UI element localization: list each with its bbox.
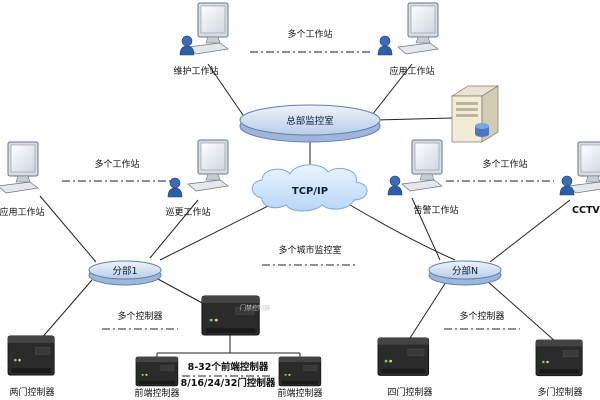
user-icon xyxy=(387,175,403,196)
monitor-icon xyxy=(567,141,600,194)
link-branchN-four-door xyxy=(409,281,447,339)
workstation-cctv[interactable]: CCTV工作站 xyxy=(559,141,600,216)
link-tcpip-branch1 xyxy=(159,204,271,261)
workstation-maintenance-label: 维护工作站 xyxy=(173,65,218,77)
controller-two-door[interactable]: 两门控制器 xyxy=(7,335,55,398)
link-branchN-multi-door xyxy=(485,279,557,343)
controller-front-b[interactable]: 前端控制器 xyxy=(277,356,323,399)
link-hq-server xyxy=(377,117,453,121)
controller-icon xyxy=(535,339,583,377)
branch-1-label: 分部1 xyxy=(112,265,137,277)
front-doors-label: 8/16/24/32门控制器 xyxy=(181,377,276,389)
multi-ws-left-label: 多个工作站 xyxy=(94,158,139,170)
controller-icon xyxy=(201,295,260,336)
monitor-icon xyxy=(187,2,229,55)
link-branch1-app-left xyxy=(39,195,97,263)
server-icon[interactable] xyxy=(450,85,500,143)
controller-front-a-label: 前端控制器 xyxy=(134,387,179,399)
controller-icon xyxy=(135,356,179,387)
user-icon xyxy=(179,35,195,56)
link-branchN-alarm xyxy=(411,197,441,261)
monitor-icon xyxy=(0,141,39,194)
link-hq-maintenance xyxy=(207,63,244,116)
tcpip-label: TCP/IP xyxy=(292,186,328,197)
link-branchN-cctv xyxy=(489,199,571,263)
link-tcpip-branchN xyxy=(349,204,456,261)
multi-ctrl-right-label: 多个控制器 xyxy=(459,310,504,322)
multi-ws-top-label: 多个工作站 xyxy=(287,28,332,40)
workstation-cctv-label: CCTV工作站 xyxy=(572,204,600,216)
branch-1[interactable]: 分部1 xyxy=(88,260,162,286)
controller-icon xyxy=(377,337,430,376)
workstation-patrol[interactable]: 巡更工作站 xyxy=(165,139,229,218)
tcpip-cloud[interactable]: TCP/IP xyxy=(251,164,368,212)
workstation-patrol-label: 巡更工作站 xyxy=(165,206,210,218)
workstation-alarm-label: 告警工作站 xyxy=(413,204,458,216)
link-branch1-front xyxy=(155,277,207,306)
links xyxy=(39,63,571,360)
controller-four-door[interactable]: 四门控制器 xyxy=(377,337,433,398)
hq-label: 总部监控室 xyxy=(286,115,334,127)
link-hq-application-top xyxy=(371,63,413,116)
user-icon xyxy=(377,35,393,56)
dashed-indicators xyxy=(62,51,554,377)
workstation-application-top-label: 应用工作站 xyxy=(389,65,434,77)
monitor-icon xyxy=(401,139,443,192)
controller-central[interactable]: 门禁控制器 xyxy=(201,295,270,336)
workstation-application-top[interactable]: 应用工作站 xyxy=(377,2,439,77)
controller-multi-door[interactable]: 多门控制器 xyxy=(535,339,583,398)
workstation-application-left-label: 应用工作站 xyxy=(0,206,45,218)
controller-icon xyxy=(278,356,322,387)
workstation-alarm[interactable]: 告警工作站 xyxy=(387,139,459,216)
branch-n[interactable]: 分部N xyxy=(428,260,502,286)
link-branch1-patrol xyxy=(149,199,199,259)
branch-n-label: 分部N xyxy=(452,265,478,277)
device-face-label: 门禁控制器 xyxy=(240,304,270,312)
controller-icon xyxy=(7,335,55,376)
multi-ws-right-label: 多个工作站 xyxy=(482,158,527,170)
monitor-icon xyxy=(397,2,439,55)
controller-front-a[interactable]: 前端控制器 xyxy=(134,356,180,399)
link-branch1-two-door xyxy=(39,279,93,341)
controller-two-door-label: 两门控制器 xyxy=(9,386,54,398)
workstation-maintenance[interactable]: 维护工作站 xyxy=(173,2,229,77)
monitor-icon xyxy=(187,139,229,192)
controller-front-b-label: 前端控制器 xyxy=(277,387,322,399)
controller-multi-door-label: 多门控制器 xyxy=(537,386,582,398)
multi-city-label: 多个城市监控室 xyxy=(278,244,341,256)
controller-four-door-label: 四门控制器 xyxy=(387,386,432,398)
multi-ctrl-left-label: 多个控制器 xyxy=(117,310,162,322)
front-count-label: 8-32个前端控制器 xyxy=(188,361,269,373)
workstation-application-left[interactable]: 应用工作站 xyxy=(0,141,45,218)
hq-monitoring-room[interactable]: 总部监控室 xyxy=(239,104,381,143)
